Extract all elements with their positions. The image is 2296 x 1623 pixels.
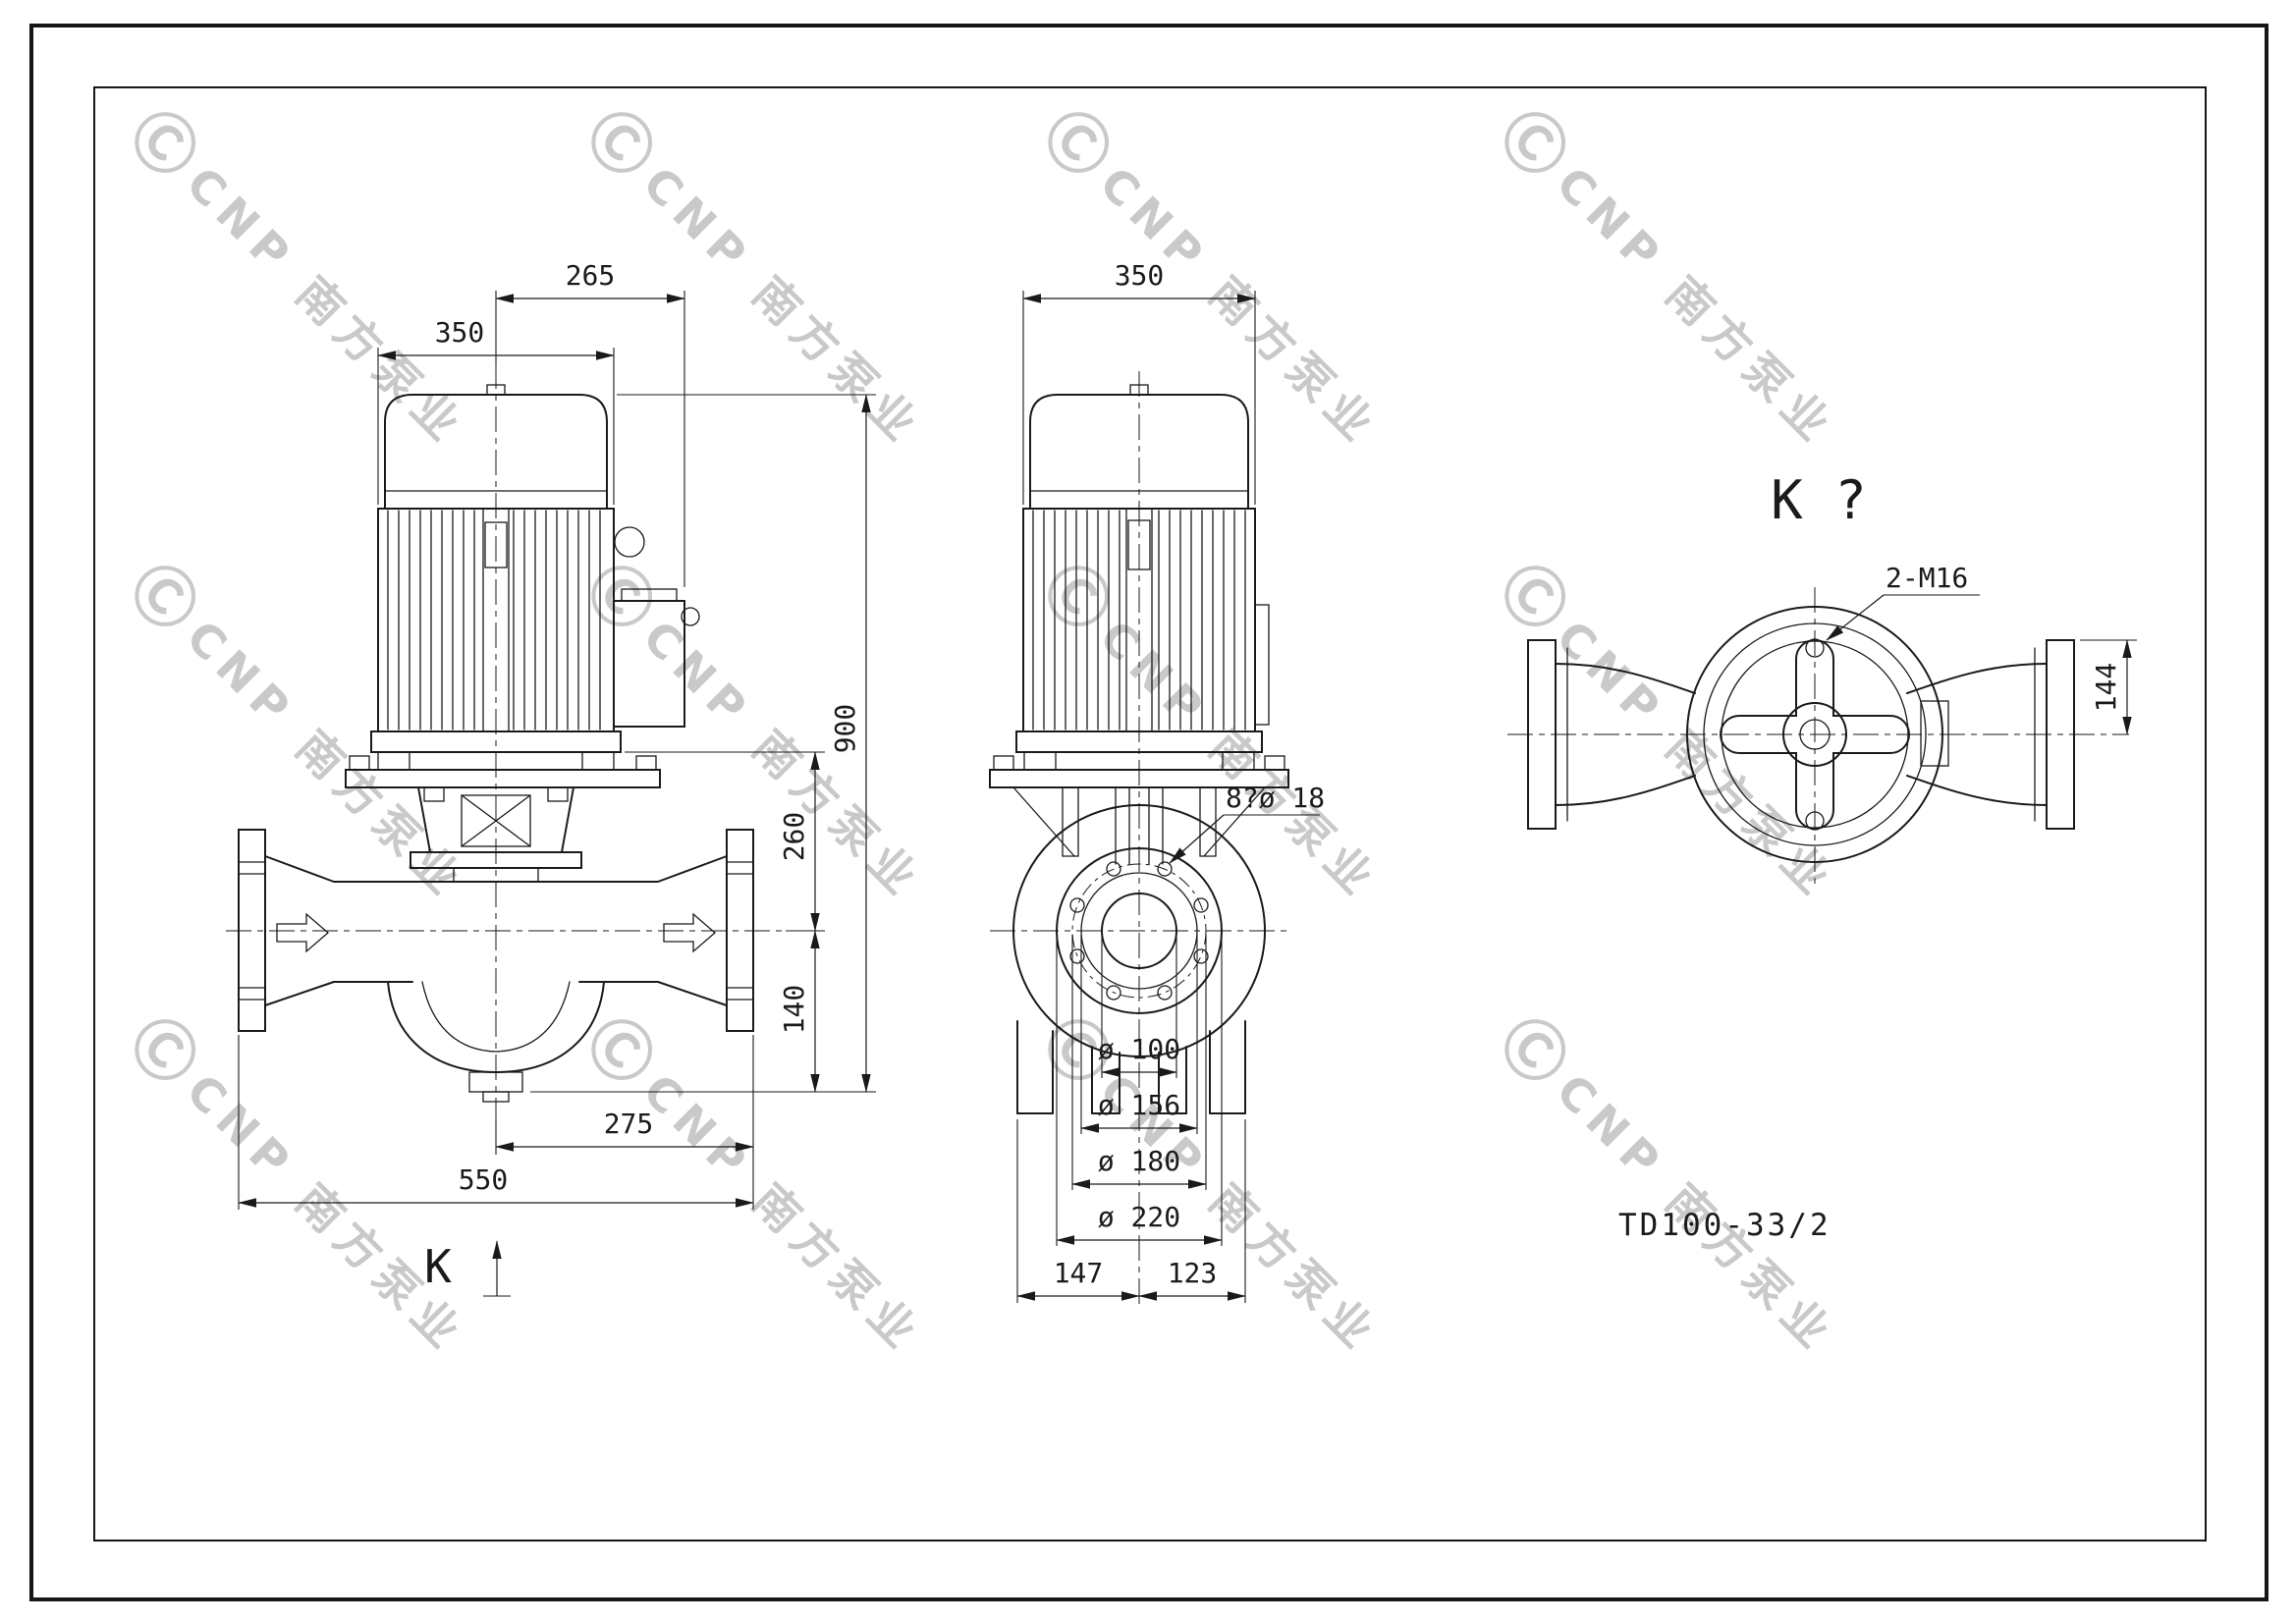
casing-top bbox=[1686, 606, 1949, 863]
pump-casing-side bbox=[238, 829, 754, 1103]
suction-flange-top bbox=[1527, 639, 1557, 830]
tapped-hole-leader bbox=[1826, 594, 1885, 641]
casing-detail bbox=[1920, 700, 1949, 767]
lifting-lug bbox=[1129, 384, 1149, 396]
dim-260: 260 bbox=[778, 812, 810, 862]
side-view-dimensions: 265 350 900 260 140 275 550 K bbox=[238, 259, 876, 1297]
dim-d180: ø 180 bbox=[1098, 1145, 1180, 1177]
dim-350-front: 350 bbox=[1115, 259, 1165, 292]
cooling-fins bbox=[1032, 510, 1246, 730]
eyebolt bbox=[614, 526, 645, 558]
pump-feet-front bbox=[1016, 1020, 1246, 1114]
dim-d100: ø 100 bbox=[1098, 1033, 1180, 1065]
stool-plate bbox=[989, 769, 1289, 788]
nameplate bbox=[1127, 519, 1151, 570]
stool-plate bbox=[345, 769, 661, 788]
dim-550: 550 bbox=[459, 1163, 509, 1196]
lifting-lug bbox=[486, 384, 506, 396]
dim-d156: ø 156 bbox=[1098, 1089, 1180, 1121]
pump-casing-front bbox=[1012, 804, 1266, 1114]
dim-123: 123 bbox=[1168, 1257, 1218, 1289]
bolt-holes-label: 8?ø 18 bbox=[1226, 782, 1325, 814]
dim-900: 900 bbox=[829, 704, 861, 754]
motor-base bbox=[1015, 730, 1263, 753]
top-view-annotations: K ? 2-M16 144 bbox=[1771, 469, 2137, 735]
front-view-dimensions: 350 8?ø 18 ø 100 ø 156 ø 180 ø 220 147 bbox=[1016, 259, 1325, 1303]
shaft-hub-circle bbox=[1782, 702, 1847, 767]
dim-144: 144 bbox=[2090, 663, 2122, 713]
bore-circle bbox=[1101, 893, 1177, 969]
bolt-hole-leader bbox=[1169, 814, 1225, 864]
discharge-flange-top bbox=[2046, 639, 2075, 830]
terminal-box-edge bbox=[1254, 604, 1270, 726]
flow-arrow-in-icon bbox=[276, 912, 329, 953]
dim-d220: ø 220 bbox=[1098, 1201, 1180, 1233]
dim-147: 147 bbox=[1054, 1257, 1104, 1289]
casing-outline bbox=[1012, 804, 1266, 1057]
nameplate bbox=[484, 521, 508, 568]
dim-140: 140 bbox=[778, 985, 810, 1035]
coupling-guard bbox=[461, 794, 531, 847]
bolt-circle bbox=[1071, 863, 1207, 999]
tapped-hole-top bbox=[1805, 638, 1825, 658]
discharge-flange bbox=[726, 829, 754, 1032]
flange-bolt-holes bbox=[1069, 861, 1209, 1001]
support-cross-rib bbox=[1720, 639, 1910, 830]
flow-arrow-out-icon bbox=[663, 912, 716, 953]
drain-plug bbox=[482, 1091, 510, 1103]
motor-front bbox=[1015, 384, 1270, 771]
flange-od-circle bbox=[1056, 847, 1223, 1014]
motor-side bbox=[370, 384, 700, 771]
dim-275: 275 bbox=[604, 1108, 654, 1140]
k-view-label: K ? bbox=[1771, 469, 1867, 531]
drawing-title: TD100-33/2 bbox=[1618, 1208, 1831, 1243]
dim-265: 265 bbox=[566, 259, 616, 292]
cooling-fins bbox=[387, 510, 601, 730]
tapped-hole-bottom bbox=[1805, 811, 1825, 831]
front-view: 350 8?ø 18 ø 100 ø 156 ø 180 ø 220 147 bbox=[989, 259, 1325, 1304]
pipes-top bbox=[1527, 639, 2075, 830]
motor-stool-side bbox=[345, 755, 661, 883]
dim-350: 350 bbox=[435, 316, 485, 349]
cable-gland bbox=[681, 607, 700, 626]
view-arrow-label: K bbox=[424, 1240, 452, 1293]
raised-face-circle bbox=[1080, 872, 1198, 990]
top-view: K ? 2-M16 144 bbox=[1507, 469, 2137, 886]
tapped-holes-label: 2-M16 bbox=[1886, 562, 1968, 594]
suction-flange bbox=[238, 829, 266, 1032]
motor-base bbox=[370, 730, 622, 753]
terminal-box bbox=[613, 600, 685, 728]
side-view: 265 350 900 260 140 275 550 K bbox=[226, 259, 876, 1297]
casing-rim-circle bbox=[1686, 606, 1943, 863]
